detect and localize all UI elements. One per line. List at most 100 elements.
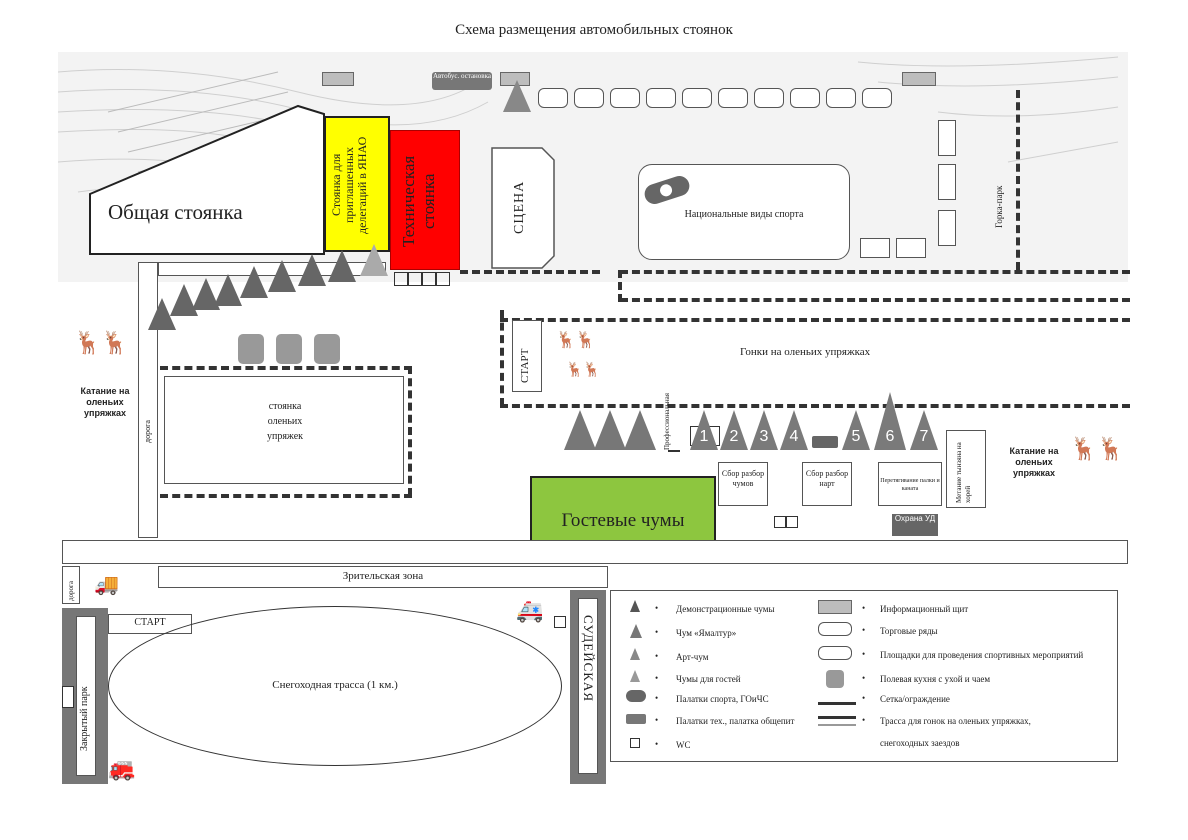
delegations-parking-label: Стоянка для приглашенных делегаций в ЯНА… [329,136,369,234]
wc-icon [62,686,74,708]
metanie-area: Метание тынзяна на хорей [946,430,986,508]
technical-parking: Техническая стоянка [390,130,460,270]
road-bottom-label: дорога [67,580,75,601]
start-top-label: СТАРТ [519,348,531,383]
demo-chum [298,254,326,286]
scene-label: СЦЕНА [512,180,527,234]
general-parking-label: Общая стоянка [108,200,243,224]
guest-chum [624,410,656,450]
numbered-chum-4 [780,410,808,450]
delegations-parking: Стоянка для приглашенных делегаций в ЯНА… [324,116,390,252]
okhrana-box: Охрана УД [892,514,938,536]
demo-chum [268,260,296,292]
sport-area-1-label: Сбор разбор чумов [721,469,765,488]
road-left-label: дорога [143,420,152,443]
numbered-chum-2-label: 2 [729,428,739,445]
trade-rows-top [538,88,892,108]
trade-rows-legend-icon [818,622,852,636]
fence-v1 [1016,90,1020,270]
national-sports-label: Национальные виды спорта [684,209,804,220]
legend-art-chum: Арт-чум [676,652,709,662]
legend-tech-tent: Палатки тех., палатка общепит [676,716,795,726]
sport-area-2-label: Сбор разбор нарт [805,469,849,488]
tech-tent [812,436,838,448]
sport-area-2: Сбор разбор нарт [802,462,852,506]
numbered-chum-1-label: 1 [699,428,709,445]
legend-guest-chum: Чумы для гостей [676,674,741,684]
field-kitchen [238,334,264,364]
sport-area-legend-icon [818,646,852,660]
legend-track: Трасса для гонок на оленьих упряжках, [880,716,1031,726]
numbered-chum-6 [874,392,906,450]
metanie-label: Метание тынзяна на хорей [955,442,972,503]
art-chum [360,244,388,276]
numbered-chum-2 [720,410,748,450]
numbered-chum-5 [842,410,870,450]
reindeer-parking-fence-right [408,366,412,496]
trade-row-r2 [896,238,926,258]
truck-icon: 🚚 [94,574,119,596]
numbered-chum-3 [750,410,778,450]
reindeer-sled-icon: 🦌🦌 [556,332,596,349]
demo-chum [240,266,268,298]
sport-area-1: Сбор разбор чумов [718,462,768,506]
road-left: дорога [138,262,158,538]
reindeer-parking-fence-bottom [160,494,412,498]
info-board-top-3 [902,72,936,86]
legend-track-2: снегоходных заездов [880,738,960,748]
legend-sport-areas: Площадки для проведения спортивных мероп… [880,650,1084,660]
reindeer-icon-right: 🦌🦌 [1070,436,1125,461]
reindeer-sled-icon-2: 🦌🦌 [566,363,601,378]
reindeer-race-label: Гонки на оленьих упряжках [740,346,871,358]
track-line-2 [500,404,1130,408]
road-bottom: дорога [62,566,80,604]
legend-sports-tent: Палатки спорта, ГОиЧС [676,694,769,704]
demo-chum-legend-icon [630,600,640,612]
numbered-chum-6-label: 6 [885,428,895,445]
sports-tent-legend-icon [626,690,646,702]
track-legend-icon [818,716,856,719]
guest-chum [594,410,626,450]
wc-icon [786,516,798,528]
scene-shape [491,147,555,269]
fire-truck-icon: 🚒 [108,756,136,781]
art-chum-legend-icon [630,648,640,660]
spectator-zone: Зрительская зона [158,566,608,588]
tech-tent-legend-icon [626,714,646,724]
trade-row-v1 [938,120,956,156]
closed-park-inner: Закрытый парк [76,616,96,776]
legend-demo-chum: Демонстрационные чумы [676,604,775,614]
demo-chum [214,274,242,306]
sport-area-3: Перетягивание палки и каната [878,462,942,506]
numbered-chum-5-label: 5 [851,428,861,445]
legend [610,590,1118,762]
sport-area-3-label: Перетягивание палки и каната [880,478,940,492]
fence-3 [620,298,1130,302]
numbered-chum-1 [690,410,718,450]
field-kitchen [314,334,340,364]
guest-chum-legend-icon [630,670,640,682]
trade-row-v2 [938,164,956,200]
reindeer-parking: стоянка оленьих упряжек [164,376,404,484]
yamaltur-chum-legend-icon [630,624,642,638]
general-parking-shape [89,104,325,255]
fence-v3 [618,270,622,302]
legend-trade-rows: Торговые ряды [880,626,938,636]
ambulance-icon: 🚑 [516,598,544,623]
trade-row-r1 [860,238,890,258]
start-bottom-box: СТАРТ [108,614,192,634]
track-legend-icon-2 [818,724,856,726]
numbered-chum-4-label: 4 [789,428,799,445]
legend-field-kitchen: Полевая кухня с ухой и чаем [880,674,991,684]
guest-chum [564,410,596,450]
legend-yamaltur-chum: Чум «Ямалтур» [676,628,737,638]
judges-area: СУДЕЙСКАЯ [570,590,606,784]
reindeer-ride-left-label: Катание на оленьих упряжках [80,386,130,418]
fence-2 [620,270,1130,274]
wc-legend-icon [630,738,640,748]
fence-legend-icon [818,702,856,705]
start-bottom-label: СТАРТ [134,617,166,628]
reindeer-parking-fence-top [160,366,412,370]
closed-park-label: Закрытый парк [79,686,90,751]
legend-info-board: Информационный щит [880,604,969,614]
